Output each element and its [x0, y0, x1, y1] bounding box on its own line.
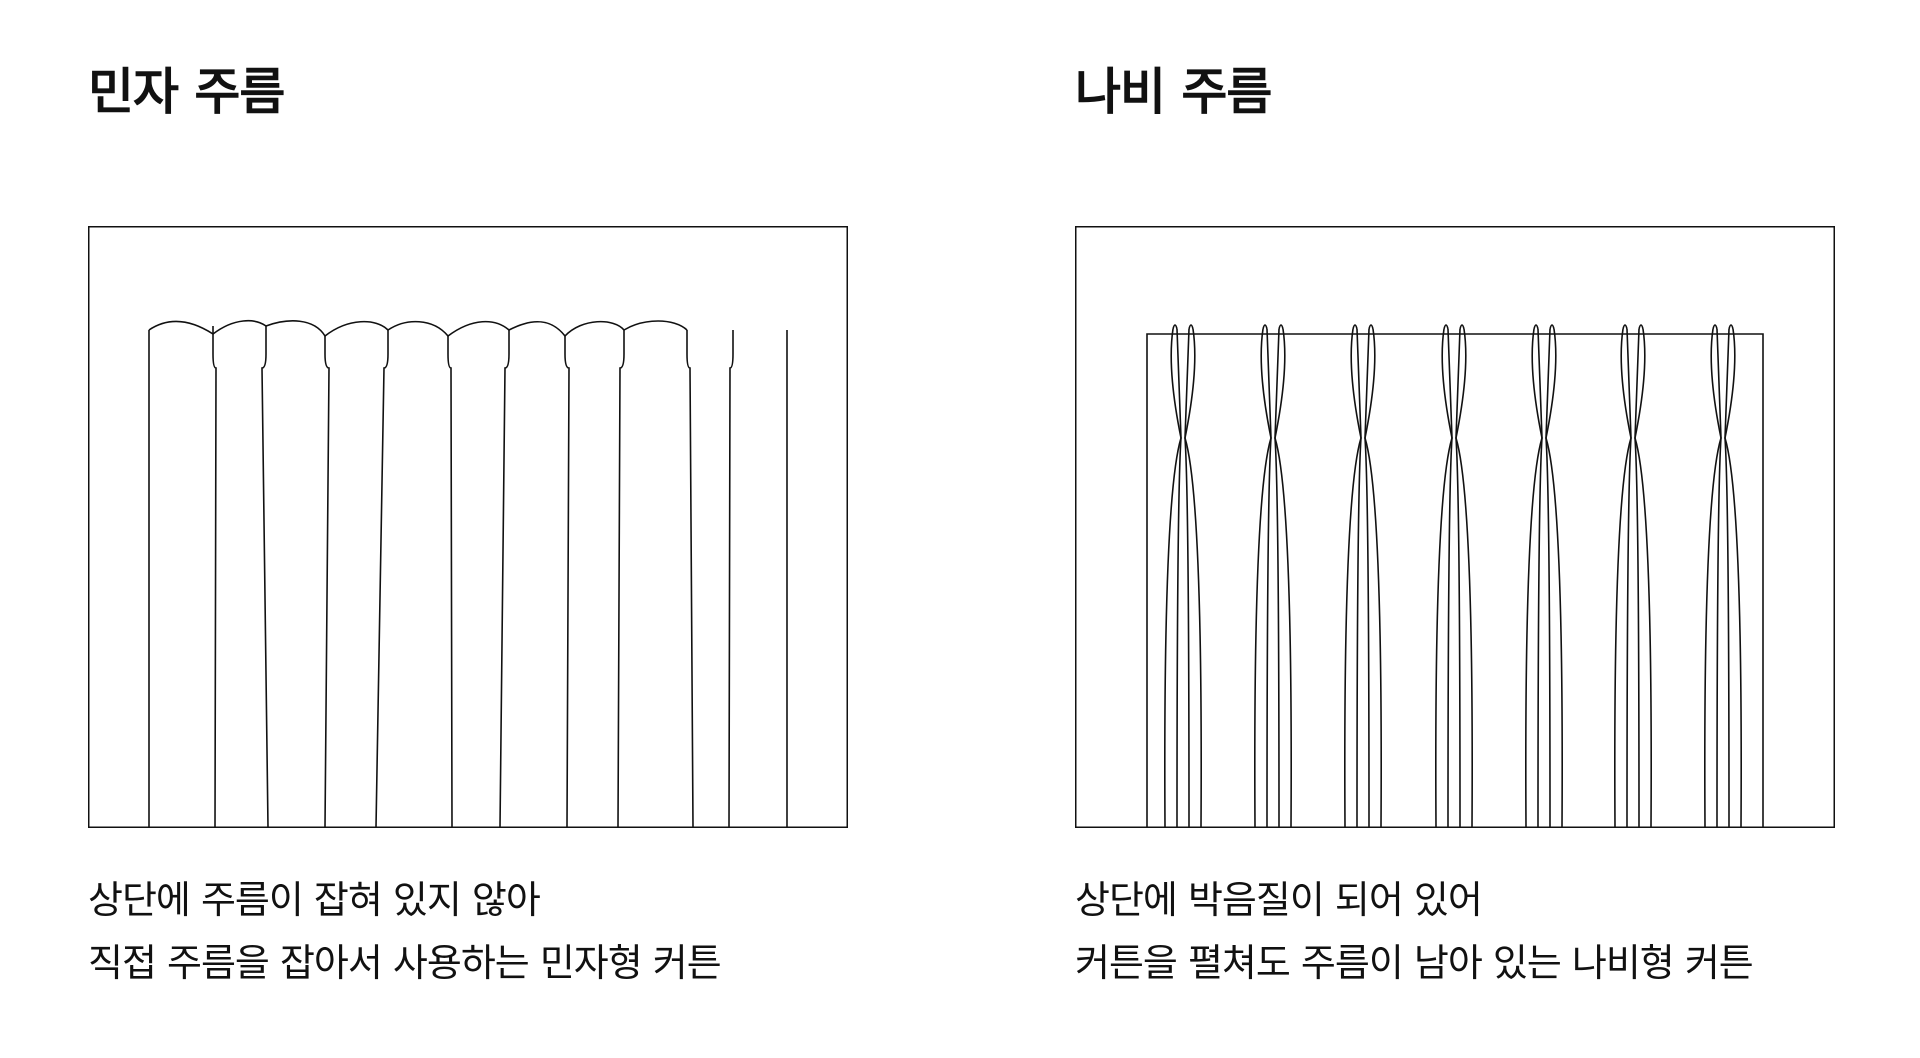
flat-pleat-fold-line [213, 326, 216, 827]
butterfly-pleat-description-line-1: 상단에 박음질이 되어 있어 [1075, 877, 1482, 923]
butterfly-pleat-description-line-2: 커튼을 펼쳐도 주름이 남아 있는 나비형 커튼 [1075, 940, 1753, 986]
flat-pleat-description-line-1: 상단에 주름이 잡혀 있지 않아 [88, 877, 540, 923]
butterfly-pleat-loop [1460, 325, 1464, 329]
butterfly-pleat-line [1717, 329, 1721, 827]
butterfly-pleat-loop [1263, 325, 1267, 329]
butterfly-pleat-pleats [1165, 325, 1741, 827]
flat-pleat-fold-lines [213, 326, 733, 827]
flat-pleat-panel: 민자 주름 상단에 주름이 잡혀 있지 않아 직접 주름을 잡아서 사용하는 민… [88, 0, 868, 1058]
butterfly-pleat-line [1357, 329, 1361, 827]
flat-pleat-fold-line [687, 330, 693, 827]
butterfly-pleat-line [1725, 329, 1729, 827]
butterfly-pleat-loop [1369, 325, 1373, 329]
butterfly-pleat-line [1185, 329, 1189, 827]
butterfly-pleat-title: 나비 주름 [1075, 62, 1271, 122]
butterfly-pleat-line [1275, 329, 1279, 827]
flat-pleat-fold-line [500, 330, 509, 827]
butterfly-pleat-line [1177, 329, 1181, 827]
butterfly-pleat-loop [1279, 325, 1283, 329]
butterfly-pleat-loop [1353, 325, 1357, 329]
butterfly-pleat-loop [1713, 325, 1717, 329]
butterfly-pleat-line [1635, 329, 1639, 827]
butterfly-pleat-line [1627, 329, 1631, 827]
flat-pleat-diagram [88, 226, 848, 828]
butterfly-pleat-line [1538, 329, 1542, 827]
flat-pleat-frame [89, 227, 848, 828]
butterfly-pleat-line [1267, 329, 1271, 827]
flat-pleat-fold-line [618, 330, 624, 827]
butterfly-pleat-loop [1639, 325, 1643, 329]
flat-pleat-fold-line [448, 336, 452, 827]
flat-pleat-title: 민자 주름 [88, 62, 284, 122]
butterfly-pleat-loop [1550, 325, 1554, 329]
flat-pleat-fold-line [262, 326, 268, 827]
flat-pleat-fold-line [376, 330, 388, 827]
flat-pleat-fold-line [729, 330, 733, 827]
butterfly-pleat-line [1448, 329, 1452, 827]
flat-pleat-description-line-2: 직접 주름을 잡아서 사용하는 민자형 커튼 [88, 940, 721, 986]
butterfly-pleat-diagram [1075, 226, 1835, 828]
flat-pleat-fold-line [565, 336, 569, 827]
butterfly-pleat-loop [1189, 325, 1193, 329]
flat-pleat-curtain-top [149, 321, 687, 336]
butterfly-pleat-curtain-outline [1147, 334, 1763, 827]
butterfly-pleat-line [1456, 329, 1460, 827]
butterfly-pleat-loop [1729, 325, 1733, 329]
butterfly-pleat-loop [1444, 325, 1448, 329]
butterfly-pleat-line [1365, 329, 1369, 827]
butterfly-pleat-line [1546, 329, 1550, 827]
butterfly-pleat-loop [1623, 325, 1627, 329]
flat-pleat-fold-line [325, 336, 329, 827]
butterfly-pleat-panel: 나비 주름 상단에 박음질이 되어 있어 커튼을 펼쳐도 주름이 남아 있는 나… [1075, 0, 1855, 1058]
butterfly-pleat-loop [1534, 325, 1538, 329]
butterfly-pleat-loop [1173, 325, 1177, 329]
